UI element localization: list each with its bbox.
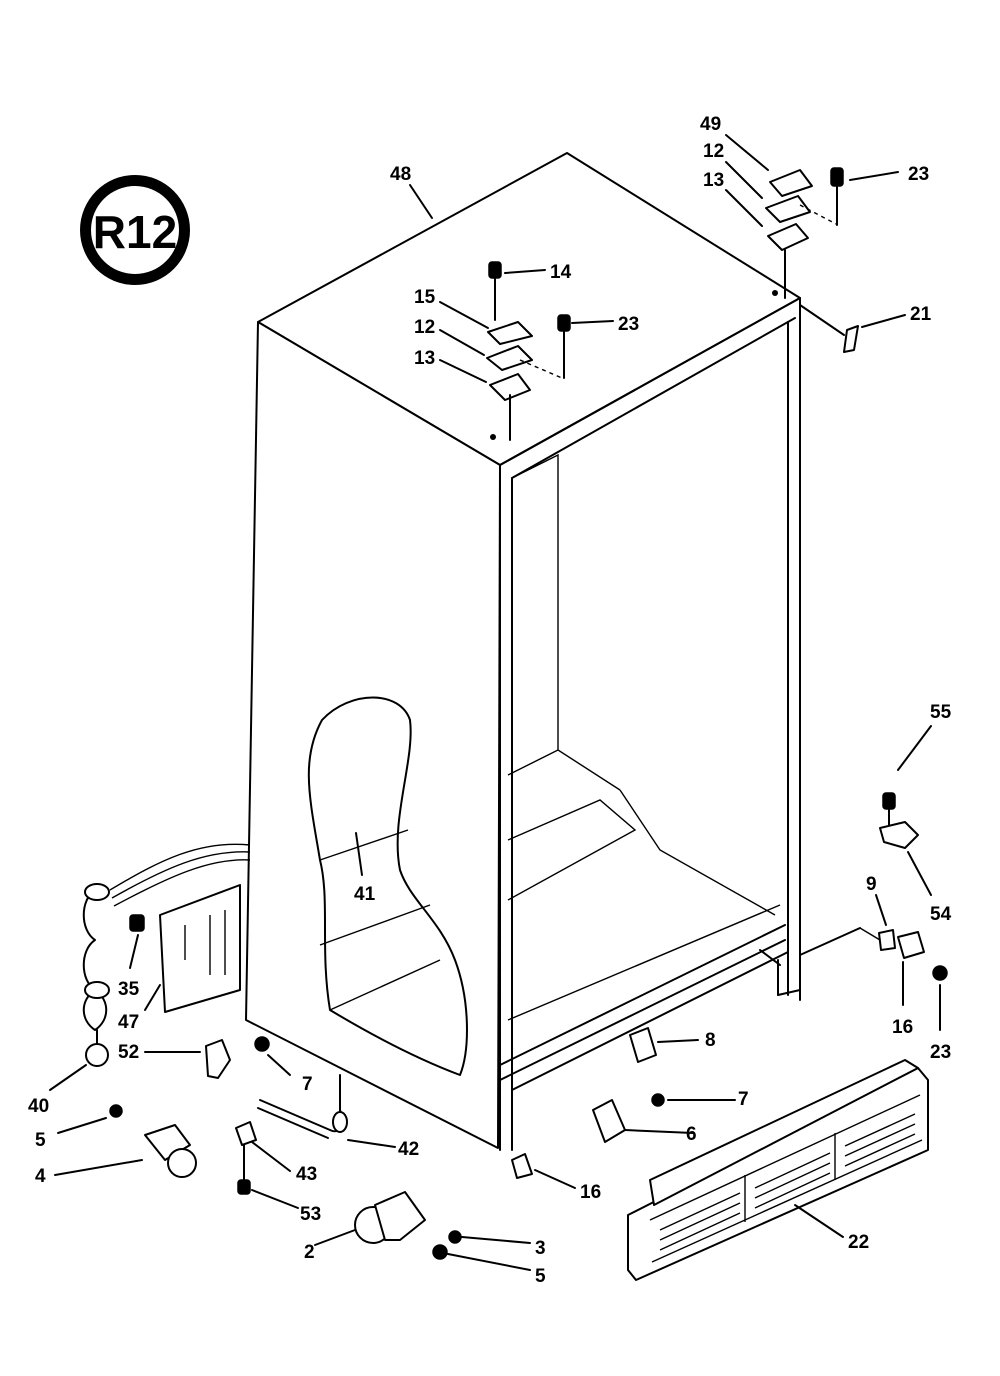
callout-6: 6 [686, 1124, 697, 1145]
hinge-part-13 [489, 373, 531, 401]
terminal-board-47 [159, 884, 241, 1013]
callout-42: 42 [398, 1139, 419, 1160]
callout-43: 43 [296, 1164, 317, 1185]
power-cord-40 [82, 889, 108, 1031]
hinge-screw-23b [830, 167, 844, 187]
callout-53: 53 [300, 1204, 321, 1225]
callout-47: 47 [118, 1012, 139, 1033]
callout-5-bottom: 5 [535, 1266, 546, 1287]
callout-21: 21 [910, 304, 932, 325]
hinge-screw-23a [557, 314, 571, 332]
hinge-part-12 [486, 345, 533, 371]
leader-lines [49, 134, 941, 1271]
clip-43 [235, 1121, 257, 1146]
callout-12-center: 12 [414, 317, 435, 338]
leveling-parts-right [799, 792, 948, 981]
screw-35 [129, 914, 145, 932]
toe-grille-22 [627, 1059, 929, 1281]
clamp-52 [205, 1039, 231, 1079]
callout-16-right: 16 [892, 1017, 913, 1038]
clip-16a [897, 931, 925, 959]
screw-3 [448, 1230, 462, 1244]
callout-54: 54 [930, 904, 952, 925]
screw-53 [237, 1179, 251, 1195]
hinge-screw-14 [488, 261, 502, 279]
badge-text: R12 [93, 206, 177, 258]
power-plug-40 [85, 1043, 109, 1067]
hinge-part-13b [767, 223, 809, 251]
roller-rear [354, 1191, 462, 1260]
callout-23-top-right: 23 [908, 164, 929, 185]
cabinet-body [245, 152, 801, 1151]
top-hinge-right [765, 167, 844, 299]
screw-7a [254, 1036, 270, 1052]
screw-23c [932, 965, 948, 981]
callout-55: 55 [930, 702, 952, 723]
callout-48: 48 [390, 164, 411, 185]
front-lower-parts [511, 1027, 665, 1179]
callout-23-center: 23 [618, 314, 639, 335]
callout-4: 4 [35, 1166, 46, 1187]
callout-35: 35 [118, 979, 140, 1000]
hinge-part-15 [487, 321, 533, 345]
screw-5a [109, 1104, 123, 1118]
water-tube-parts [235, 1074, 348, 1195]
roller-front-left [109, 1104, 197, 1178]
callout-8: 8 [705, 1030, 716, 1051]
screw-55 [882, 792, 896, 810]
callout-40: 40 [28, 1096, 49, 1117]
electrical-parts [82, 843, 270, 1079]
callout-41: 41 [354, 884, 376, 905]
callout-3: 3 [535, 1238, 546, 1259]
screw-5b [432, 1244, 448, 1260]
callout-2: 2 [304, 1242, 315, 1263]
callout-12-right: 12 [703, 141, 724, 162]
callout-9: 9 [866, 874, 877, 895]
bracket-54 [879, 821, 919, 849]
hinge-part-12b [765, 195, 811, 223]
part-21 [799, 304, 859, 353]
callout-5-left: 5 [35, 1130, 46, 1151]
bracket-6 [592, 1099, 626, 1143]
hinge-part-49 [769, 169, 813, 197]
clip-16b [511, 1153, 533, 1179]
block-8 [629, 1027, 657, 1063]
r12-badge-icon: R12 [80, 175, 190, 285]
callout-7-left: 7 [302, 1074, 313, 1095]
callout-13-right: 13 [703, 170, 724, 191]
roller-bracket-2 [374, 1191, 426, 1241]
callout-15: 15 [414, 287, 436, 308]
callout-23-right: 23 [930, 1042, 951, 1063]
callout-52: 52 [118, 1042, 139, 1063]
top-hinge-center [486, 261, 571, 441]
callout-22: 22 [848, 1232, 869, 1253]
callout-7-right: 7 [738, 1089, 749, 1110]
callout-16-bottom: 16 [580, 1182, 601, 1203]
callout-13-center: 13 [414, 348, 435, 369]
screw-7b [651, 1093, 665, 1107]
clip-9 [878, 929, 896, 951]
side-cutaway [307, 696, 468, 1076]
callout-labels: 48 49 12 13 23 14 15 12 13 23 21 55 54 9… [28, 114, 952, 1287]
callout-14: 14 [550, 262, 572, 283]
callout-49: 49 [700, 114, 721, 135]
